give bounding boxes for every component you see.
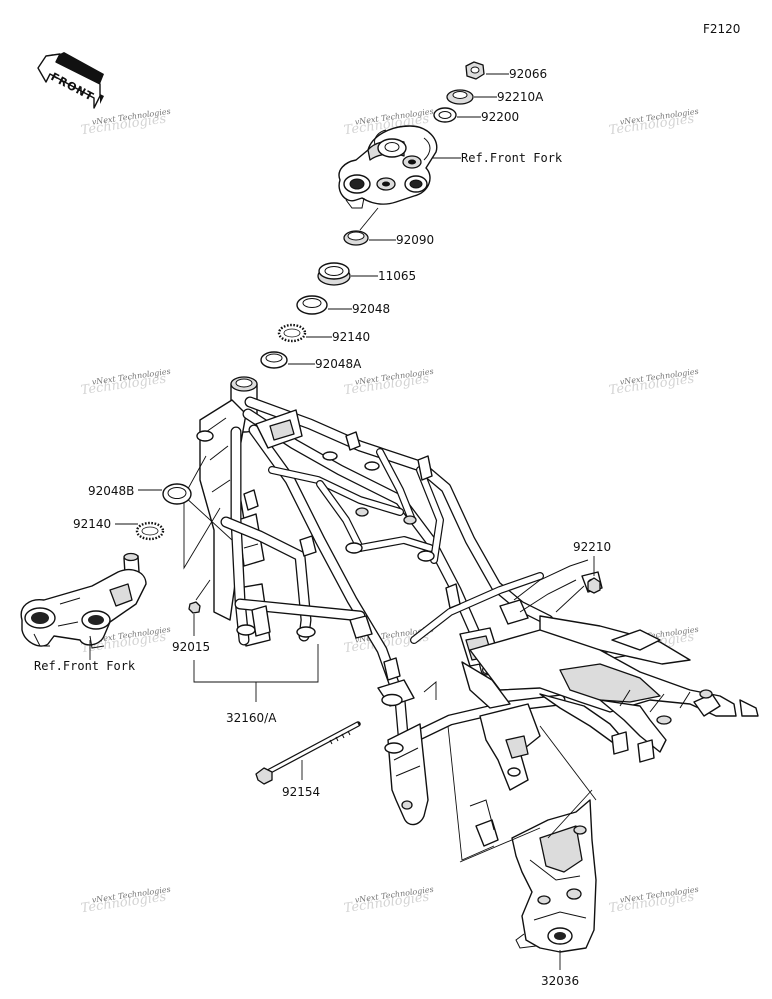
cap-11065 bbox=[317, 262, 351, 286]
label-92090: 92090 bbox=[396, 233, 434, 247]
bolt-92154 bbox=[255, 721, 361, 785]
nut-92210 bbox=[587, 577, 601, 594]
label-92140-top: 92140 bbox=[332, 330, 370, 344]
label-92210A: 92210A bbox=[497, 90, 544, 104]
leader-32160A-bracket bbox=[193, 644, 319, 683]
lower-frame-leg bbox=[384, 723, 429, 826]
label-32036: 32036 bbox=[541, 974, 579, 988]
label-92048A: 92048A bbox=[315, 357, 362, 371]
label-92048B: 92048B bbox=[88, 484, 134, 498]
nut-92015 bbox=[188, 601, 201, 614]
seal-92090 bbox=[343, 230, 369, 246]
race-92048B bbox=[162, 483, 192, 505]
label-ref-front-fork-top: Ref.Front Fork bbox=[461, 151, 563, 165]
nut-92066 bbox=[465, 61, 485, 80]
guide-lines bbox=[183, 455, 597, 863]
race-92048A bbox=[260, 351, 288, 369]
label-92048: 92048 bbox=[352, 302, 390, 316]
label-32160A: 32160/A bbox=[226, 711, 277, 725]
label-92140-left: 92140 bbox=[73, 517, 111, 531]
front-arrow-icon: FRONT bbox=[37, 52, 104, 109]
race-92048 bbox=[296, 295, 328, 315]
frame-brackets bbox=[236, 409, 529, 709]
label-92200: 92200 bbox=[481, 110, 519, 124]
leader-92090-up bbox=[359, 207, 379, 231]
label-ref-front-fork-left: Ref.Front Fork bbox=[34, 659, 136, 673]
label-11065: 11065 bbox=[378, 269, 416, 283]
bearing-92140-top bbox=[277, 323, 307, 343]
label-92015: 92015 bbox=[172, 640, 210, 654]
label-92066: 92066 bbox=[509, 67, 547, 81]
label-92210: 92210 bbox=[573, 540, 611, 554]
side-plate-32036 bbox=[511, 799, 597, 953]
washer-92200 bbox=[433, 107, 457, 123]
upper-triple-clamp bbox=[338, 125, 438, 209]
bearing-92140-left bbox=[135, 521, 165, 541]
nut-92210A bbox=[446, 89, 474, 105]
mount-bracket bbox=[469, 703, 541, 847]
label-92154: 92154 bbox=[282, 785, 320, 799]
rear-subframe bbox=[469, 559, 759, 763]
figure-code: F2120 bbox=[703, 22, 740, 36]
lower-triple-clamp bbox=[20, 552, 147, 649]
